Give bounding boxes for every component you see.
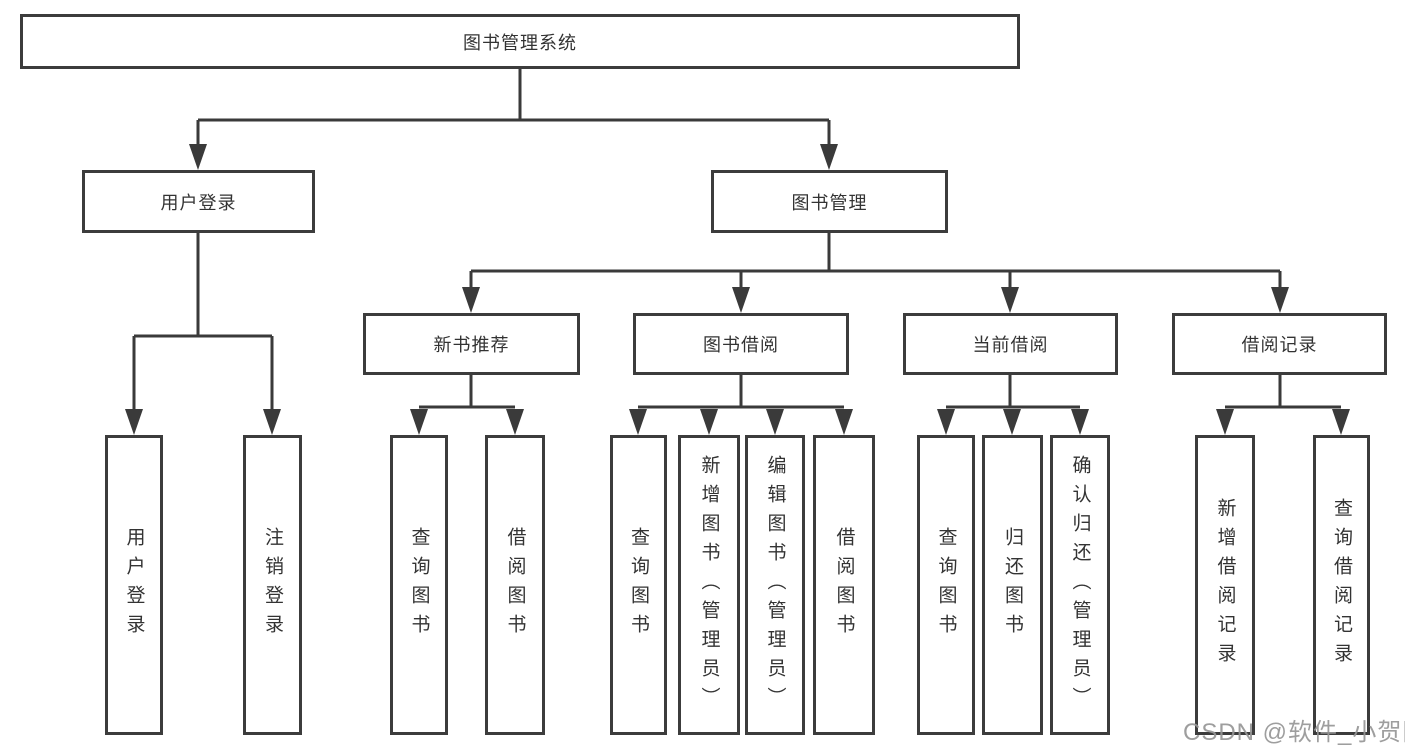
node-current-borrow: 当前借阅 bbox=[903, 313, 1118, 375]
leaf-label: 查询图书 bbox=[935, 527, 957, 643]
leaf-add-books-admin: 新增图书（管理员） bbox=[678, 435, 740, 735]
leaf-label: 用户登录 bbox=[123, 527, 145, 643]
node-borrow-record: 借阅记录 bbox=[1172, 313, 1387, 375]
node-new-book-recommend: 新书推荐 bbox=[363, 313, 580, 375]
node-user-login: 用户登录 bbox=[82, 170, 315, 233]
leaf-query-borrow-record: 查询借阅记录 bbox=[1313, 435, 1370, 735]
leaf-label: 新增借阅记录 bbox=[1214, 498, 1236, 672]
leaf-query-books-3: 查询图书 bbox=[917, 435, 975, 735]
leaf-return-books: 归还图书 bbox=[982, 435, 1043, 735]
leaf-borrow-books-1: 借阅图书 bbox=[485, 435, 545, 735]
leaf-borrow-books-2: 借阅图书 bbox=[813, 435, 875, 735]
leaf-label: 归还图书 bbox=[1002, 527, 1023, 643]
node-book-borrow: 图书借阅 bbox=[633, 313, 849, 375]
leaf-logout: 注销登录 bbox=[243, 435, 302, 735]
leaf-label: 借阅图书 bbox=[504, 527, 526, 643]
leaf-edit-books-admin: 编辑图书（管理员） bbox=[745, 435, 805, 735]
leaf-query-books-2: 查询图书 bbox=[610, 435, 667, 735]
csdn-watermark: CSDN @软件_小贺同学 bbox=[1183, 719, 1405, 746]
leaf-label: 借阅图书 bbox=[833, 527, 855, 643]
leaf-label: 确认归还（管理员） bbox=[1069, 454, 1091, 716]
leaf-label: 查询图书 bbox=[628, 527, 649, 643]
leaf-label: 新增图书（管理员） bbox=[698, 454, 720, 716]
leaf-label: 查询图书 bbox=[408, 527, 430, 643]
leaf-label: 注销登录 bbox=[262, 527, 283, 643]
leaf-user-login: 用户登录 bbox=[105, 435, 163, 735]
leaf-label: 编辑图书（管理员） bbox=[764, 454, 786, 716]
leaf-confirm-return-admin: 确认归还（管理员） bbox=[1050, 435, 1110, 735]
arrowheads bbox=[125, 144, 1350, 435]
leaf-query-books-1: 查询图书 bbox=[390, 435, 448, 735]
leaf-label: 查询借阅记录 bbox=[1331, 498, 1352, 672]
node-book-management: 图书管理 bbox=[711, 170, 948, 233]
node-root-system: 图书管理系统 bbox=[20, 14, 1020, 69]
leaf-add-borrow-record: 新增借阅记录 bbox=[1195, 435, 1255, 735]
